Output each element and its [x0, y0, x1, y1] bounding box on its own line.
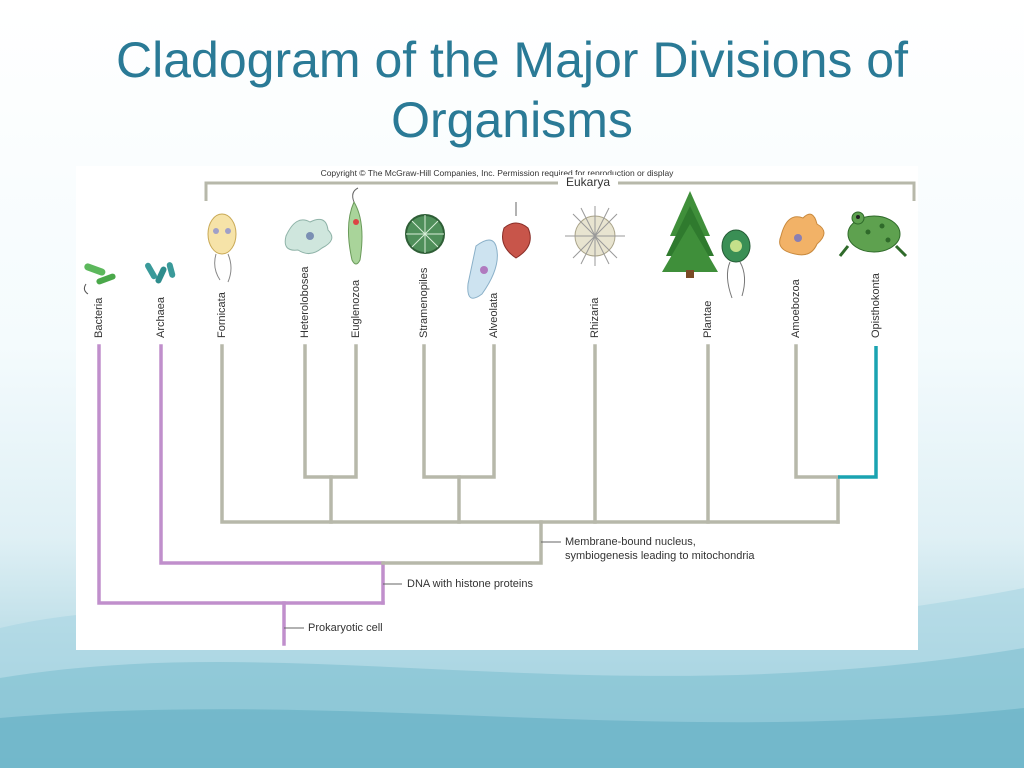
node-label-histone: DNA with histone proteins [407, 578, 533, 590]
taxon-label-amoebozoa: Amoebozoa [790, 279, 802, 338]
taxon-label-euglenozoa: Euglenozoa [350, 279, 362, 338]
copyright-notice: Copyright © The McGraw-Hill Companies, I… [320, 168, 674, 178]
bacteria-icon [83, 263, 116, 295]
taxon-label-stramenopiles: Stramenopiles [418, 267, 430, 338]
prokaryote-branches [97, 344, 385, 646]
node-label-eukarya-line1: Membrane-bound nucleus, [565, 536, 696, 548]
paramecium-icon [467, 239, 498, 299]
dinoflagellate-icon [502, 202, 531, 259]
archaea-icon [145, 262, 176, 284]
radiolarian-icon [565, 206, 625, 266]
giardia-icon [207, 213, 237, 283]
euglena-icon [348, 187, 363, 265]
node-label-eukarya-line2: symbiogenesis leading to mitochondria [565, 550, 755, 562]
eukarya-branches [220, 344, 840, 565]
taxon-label-archaea: Archaea [155, 297, 167, 338]
taxon-label-plantae: Plantae [702, 300, 714, 338]
taxon-label-alveolata: Alveolata [488, 292, 500, 338]
green-alga-icon [721, 229, 751, 299]
taxon-label-heterolobosea: Heterolobosea [299, 266, 311, 338]
amoeba-icon [284, 218, 333, 254]
opisthokonta-branch [838, 346, 878, 479]
slide-title: Cladogram of the Major Divisions of Orga… [116, 32, 908, 148]
node-label-eukarya: Membrane-bound nucleus, symbiogenesis le… [565, 535, 755, 563]
taxon-label-rhizaria: Rhizaria [589, 297, 601, 338]
taxon-label-fornicata: Fornicata [216, 292, 228, 338]
cladogram-figure: Copyright © The McGraw-Hill Companies, I… [76, 166, 918, 650]
taxon-label-opisthokonta: Opisthokonta [870, 273, 882, 338]
node-label-prokaryotic: Prokaryotic cell [308, 622, 383, 634]
eukarya-label: Eukarya [558, 175, 618, 189]
amoebozoa-icon [779, 213, 825, 256]
tree-icon [662, 191, 718, 278]
diatom-icon [405, 214, 445, 254]
frog-icon [838, 211, 908, 258]
taxon-label-bacteria: Bacteria [93, 297, 105, 338]
